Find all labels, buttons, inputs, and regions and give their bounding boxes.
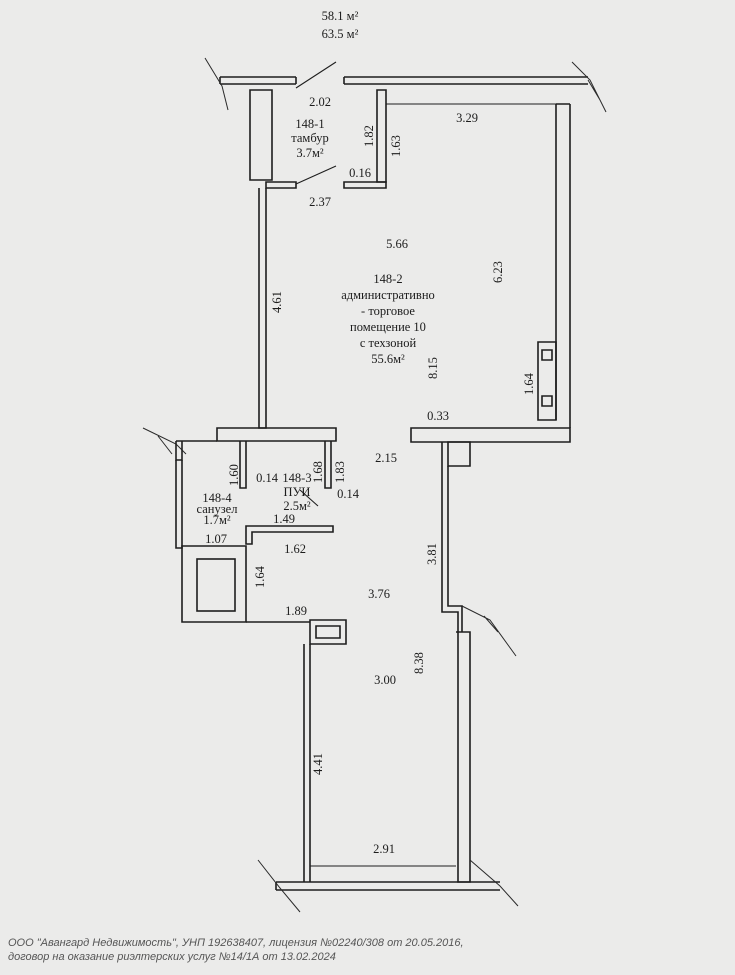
room-area: 3.7м² [296,146,324,160]
room-name-line: административно [341,288,435,302]
room-148-2: 148-2 административно - торговое помещен… [341,272,435,366]
dimension-label: 8.15 [426,357,440,379]
room-number: 148-2 [373,272,402,286]
dimension-label: 2.02 [309,95,331,109]
dimension-label: 1.83 [333,461,347,483]
dimension-labels: 2.02 1.82 1.63 3.29 0.16 2.37 5.66 6.23 … [205,95,536,856]
walls [142,57,607,913]
dimension-label: 0.33 [427,409,449,423]
footer-line-2: договор на оказание риэлтерских услуг №1… [8,951,336,963]
room-name: тамбур [291,131,328,145]
dimension-label: 0.14 [337,487,360,501]
dimension-label: 2.91 [373,842,395,856]
dimension-label: 0.14 [256,471,279,485]
room-148-1: 148-1 тамбур 3.7м² [291,117,328,160]
dimension-label: 1.60 [227,464,241,486]
footer-line-1: ООО "Авангард Недвижимость", УНП 1926384… [8,937,464,949]
dimension-label: 1.49 [273,512,295,526]
total-area-2: 63.5 м² [322,27,359,41]
dimension-label: 2.37 [309,195,331,209]
dimension-label: 1.68 [311,461,325,483]
room-number: 148-3 [282,471,311,485]
dimension-label: 1.64 [253,565,267,588]
dimension-label: 1.62 [284,542,306,556]
room-name-line: - торговое [361,304,415,318]
total-area-1: 58.1 м² [322,9,359,23]
room-number: 148-4 [202,491,232,505]
room-name-line: с техзоной [360,336,417,350]
dimension-label: 3.00 [374,673,396,687]
dimension-label: 2.15 [375,451,397,465]
dimension-label: 6.23 [491,261,505,283]
dimension-label: 1.07 [205,532,227,546]
room-name: ПУИ [284,485,311,499]
dimension-label: 1.82 [362,125,376,147]
dimension-label: 1.64 [522,372,536,395]
dimension-label: 4.41 [311,753,325,775]
agency-footer: ООО "Авангард Недвижимость", УНП 1926384… [8,936,728,964]
room-148-3: 148-3 ПУИ 2.5м² [282,471,311,513]
room-name: санузел [197,502,238,516]
dimension-label: 3.29 [456,111,478,125]
dimension-label: 1.63 [389,135,403,157]
room-name-line: помещение 10 [350,320,426,334]
dimension-label: 3.81 [425,543,439,565]
dimension-label: 1.89 [285,604,307,618]
room-number: 148-1 [295,117,324,131]
dimension-label: 0.16 [349,166,371,180]
room-area: 55.6м² [371,352,405,366]
dimension-label: 3.76 [368,587,390,601]
room-area: 2.5м² [283,499,311,513]
dimension-label: 8.38 [412,652,426,674]
dimension-label: 5.66 [386,237,408,251]
room-area: 1.7м² [203,513,231,527]
area-totals: 58.1 м² 63.5 м² [322,9,359,41]
room-148-4: 148-4 санузел 1.7м² [197,491,238,527]
dimension-label: 4.61 [270,291,284,313]
